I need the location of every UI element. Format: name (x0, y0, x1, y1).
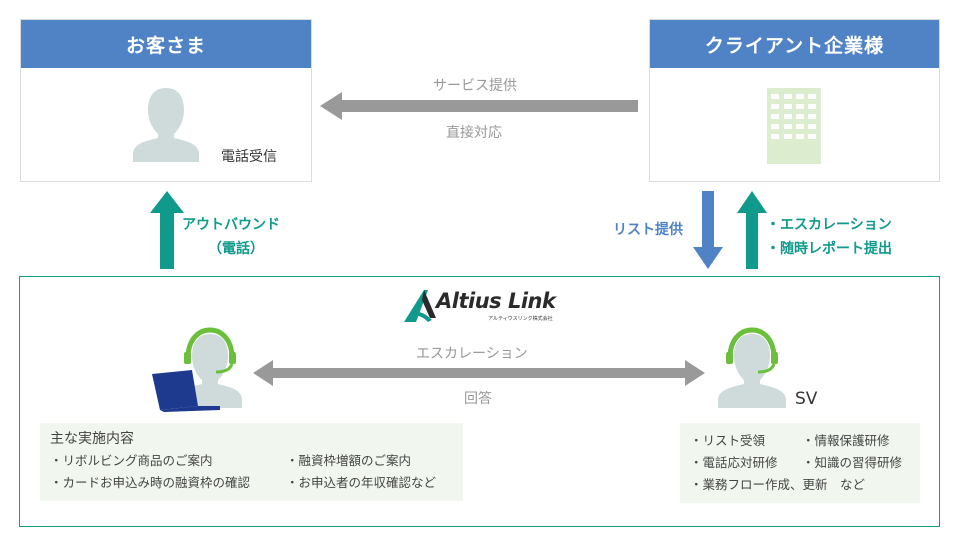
main-tasks-panel: 主な実施内容 ・リボルビング商品のご案内 ・融資枠増額のご案内 ・カードお申込み時… (40, 423, 463, 501)
task-item: ・カードお申込み時の融資枠の確認 (50, 475, 251, 490)
task-item: ・融資枠増額のご案内 (286, 453, 412, 468)
direct-response-label: 直接対応 (446, 125, 502, 141)
up-arrow-icon (737, 191, 767, 269)
escalation-middle-label: エスカレーション (416, 346, 528, 362)
up-arrow-icon (150, 191, 184, 269)
left-arrow-icon (320, 92, 638, 120)
client-box: クライアント企業様 (649, 19, 940, 182)
altius-link-container (19, 276, 940, 527)
sv-task-item: ・知識の習得研修 (802, 455, 903, 470)
task-item: ・お申込者の年収確認など (286, 475, 437, 490)
sv-label: SV (795, 389, 818, 409)
sv-task-item: ・電話応対研修 (690, 455, 778, 470)
list-provision-label: リスト提供 (613, 222, 683, 238)
service-provision-label: サービス提供 (433, 78, 517, 94)
customer-box-title: お客さま (21, 20, 311, 68)
task-item: ・リボルビング商品のご案内 (50, 453, 213, 468)
customer-box: お客さま 電話受信 (20, 19, 312, 182)
outbound-label-line2: （電話） (208, 241, 264, 257)
operator-with-laptop-icon (152, 327, 242, 412)
client-box-title: クライアント企業様 (650, 20, 939, 68)
altius-logo-subtext: アルティウスリンク株式会社 (488, 316, 553, 322)
sv-tasks-row: ・業務フロー作成、更新 など (690, 474, 910, 496)
sv-tasks-panel: ・リスト受領 ・情報保護研修 ・電話応対研修 ・知識の習得研修 ・業務フロー作成、更… (680, 423, 920, 503)
altius-logo-text: Altius Link (436, 289, 556, 313)
building-icon (767, 88, 821, 164)
down-arrow-icon (693, 191, 723, 269)
person-icon (133, 88, 199, 162)
main-tasks-row: ・リボルビング商品のご案内 ・融資枠増額のご案内 (50, 450, 453, 472)
escalation-label-line1: ・エスカレーション (766, 217, 892, 233)
outbound-label-line1: アウトバウンド (182, 217, 280, 233)
altius-logo-mark-icon (404, 290, 436, 322)
sv-task-item: ・業務フロー作成、更新 など (690, 477, 866, 492)
sv-task-item: ・情報保護研修 (802, 433, 890, 448)
double-arrow-icon (253, 360, 705, 386)
main-tasks-title: 主な実施内容 (50, 431, 134, 447)
main-tasks-row: ・カードお申込み時の融資枠の確認 ・お申込者の年収確認など (50, 472, 453, 494)
sv-task-item: ・リスト受領 (690, 433, 766, 448)
answer-label: 回答 (464, 391, 492, 407)
escalation-label-line2: ・随時レポート提出 (766, 241, 892, 257)
altius-link-logo: Altius Link アルティウスリンク株式会社 (402, 288, 562, 326)
sv-tasks-row: ・電話応対研修 ・知識の習得研修 (690, 452, 910, 474)
customer-receive-label: 電話受信 (221, 149, 277, 165)
sv-tasks-row: ・リスト受領 ・情報保護研修 (690, 430, 910, 452)
operator-headset-icon (718, 327, 786, 408)
